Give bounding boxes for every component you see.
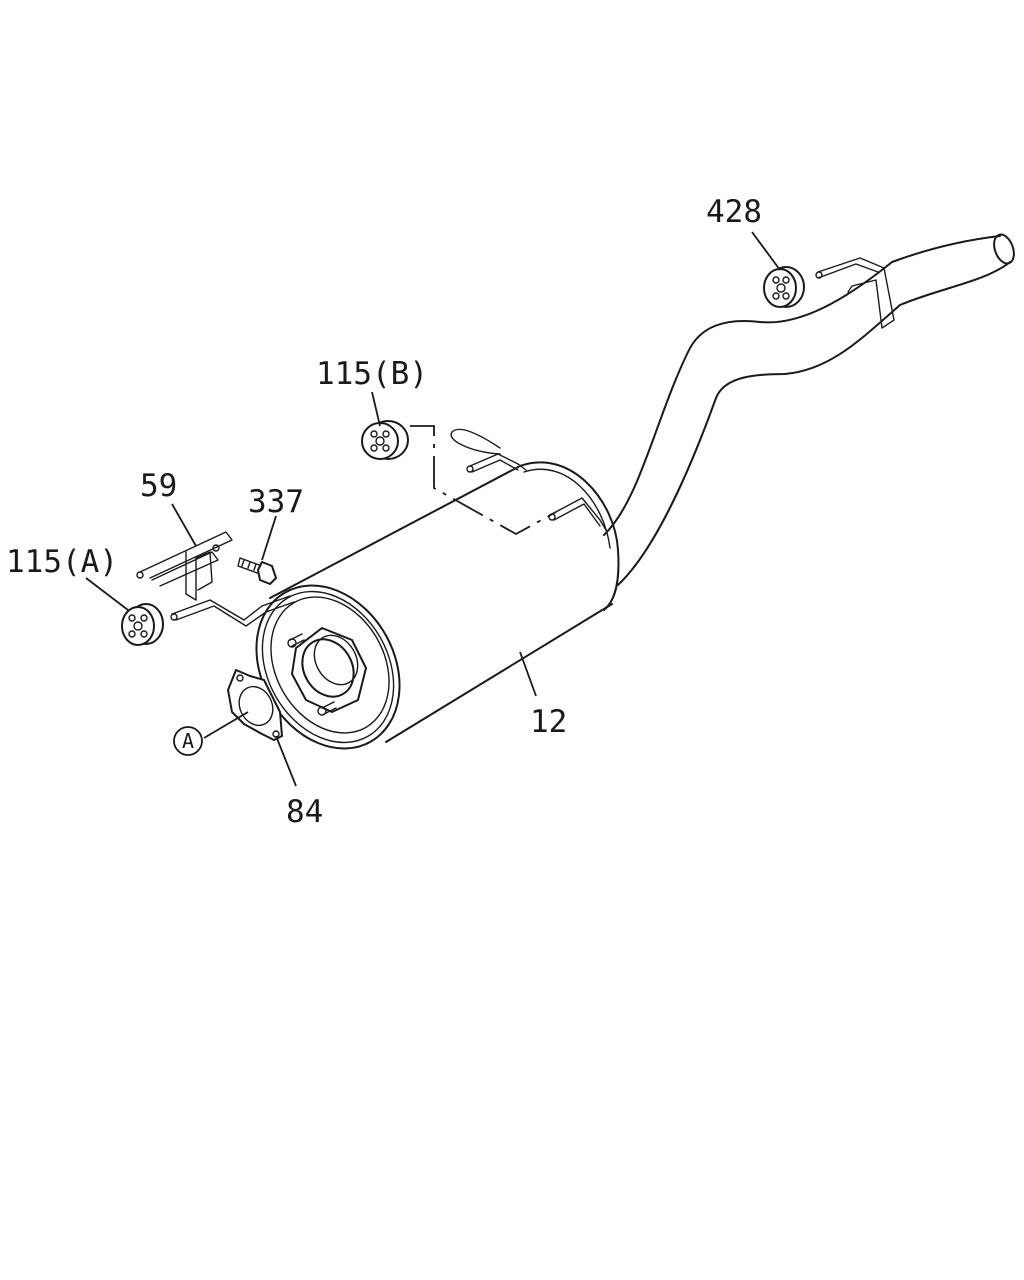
- label-ref-a: A: [182, 729, 194, 753]
- muffler: [255, 461, 620, 750]
- label-428: 428: [706, 194, 762, 230]
- label-12: 12: [530, 704, 567, 740]
- ref-a-marker: A: [173, 726, 203, 756]
- leader-337: [261, 515, 277, 561]
- label-59: 59: [140, 468, 177, 504]
- label-337: 337: [248, 484, 304, 520]
- gasket-84: [227, 669, 283, 741]
- leader-ref-a: [203, 711, 249, 739]
- leader-115b: [371, 391, 381, 427]
- leader-84: [275, 735, 297, 787]
- bolt-337: [237, 557, 277, 585]
- rubber-hanger-428: [763, 266, 805, 308]
- front-hanger-rod: [170, 595, 295, 627]
- alignment-line-115b: [410, 425, 557, 536]
- label-115b: 115(B): [316, 356, 428, 392]
- bracket-59: [136, 531, 233, 601]
- label-84: 84: [286, 794, 323, 830]
- label-115a: 115(A): [6, 544, 118, 580]
- upper-hanger-bracket: [450, 428, 607, 531]
- leader-428: [751, 231, 781, 271]
- rubber-hanger-115b: [361, 420, 409, 460]
- leader-115a: [85, 577, 129, 611]
- rubber-hanger-115a: [121, 603, 164, 646]
- leader-12: [519, 651, 537, 697]
- leader-59: [171, 503, 197, 547]
- tail-pipe: [603, 233, 1015, 586]
